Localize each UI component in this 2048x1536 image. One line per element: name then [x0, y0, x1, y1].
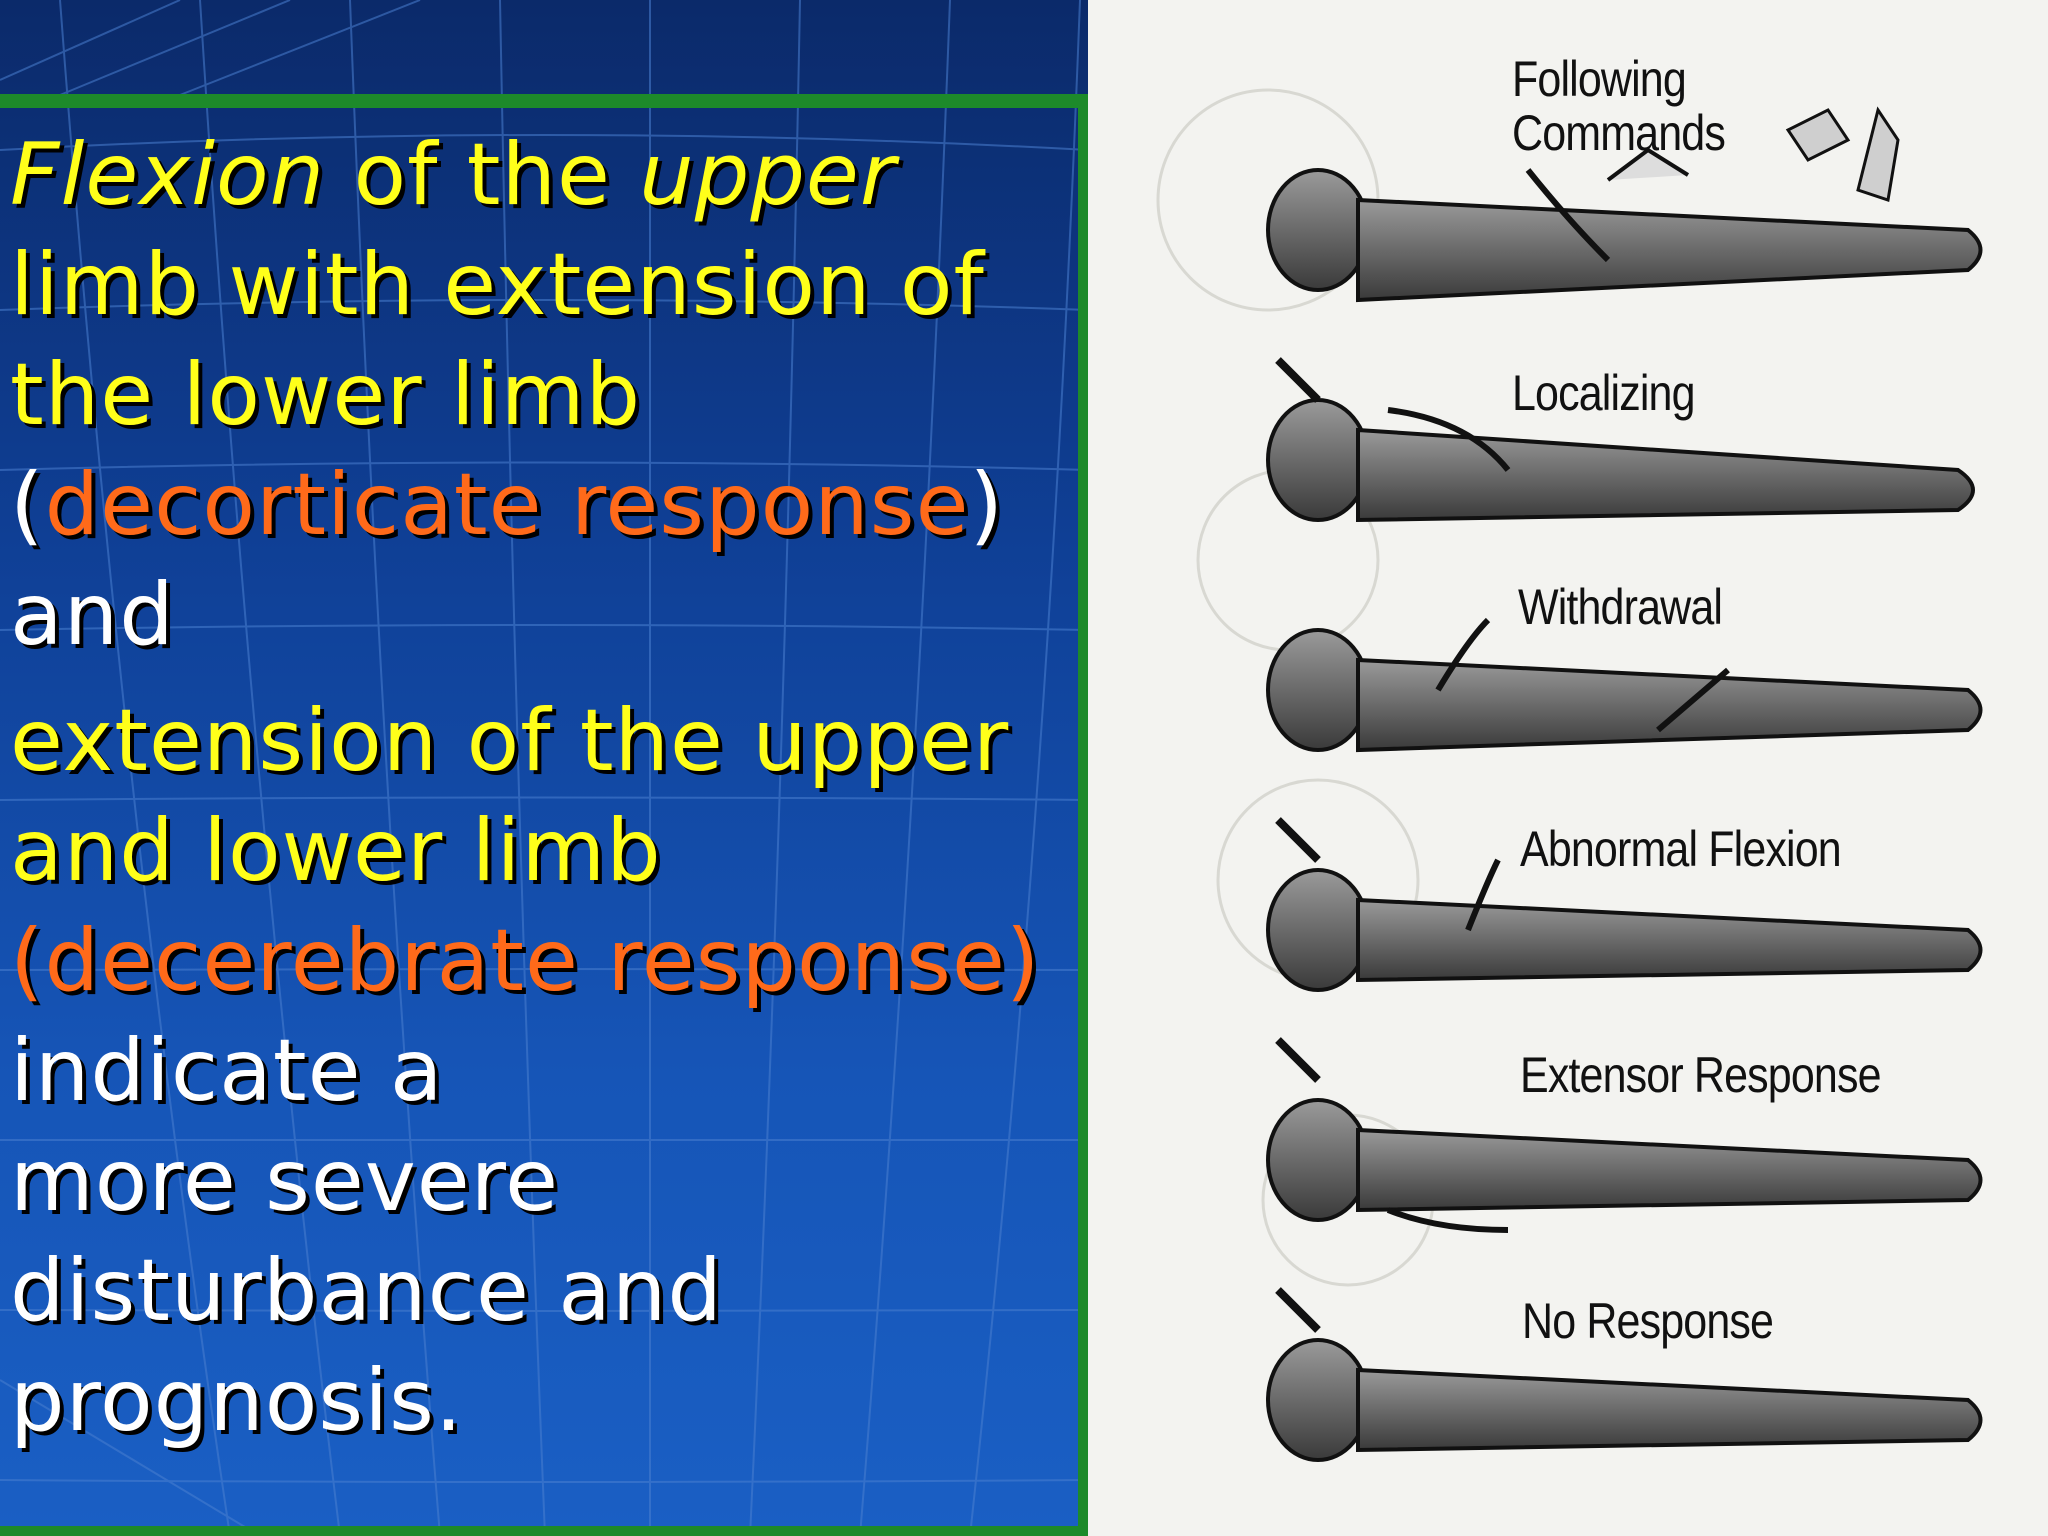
patient-no-response [1266, 1287, 1983, 1462]
text-of-the: of the [325, 125, 640, 225]
label-no-response: No Response [1522, 1293, 1774, 1349]
term-decorticate-response: decorticate response [44, 455, 970, 555]
green-divider-bottom [0, 1526, 1088, 1536]
patient-following-commands [1266, 106, 1983, 303]
word-and: and [10, 565, 175, 665]
close-paren: ) [969, 455, 1005, 555]
patient-abnormal-flexion [1266, 817, 1983, 992]
patient-figures [1266, 106, 1983, 1462]
text-indicate: indicate a [10, 1021, 444, 1121]
label-following-commands: Following Commands [1512, 51, 1726, 161]
slide-text-panel: Flexion of the upper limb with extension… [0, 0, 1088, 1536]
label-extensor-response: Extensor Response [1520, 1047, 1882, 1103]
word-flexion: Flexion [10, 125, 326, 225]
thumbs-up-icon [1856, 106, 1900, 202]
term-decerebrate-response: (decerebrate response) [10, 911, 1041, 1011]
patient-withdrawal [1266, 617, 1983, 753]
label-localizing: Localizing [1512, 365, 1696, 421]
word-upper: upper [639, 125, 897, 225]
paragraph-decerebrate: extension of the upper and lower limb(de… [10, 686, 1070, 1456]
paragraph-decorticate: Flexion of the upper limb with extension… [10, 120, 1070, 670]
text-limb-extension: limb with extension of the lower limb [10, 235, 985, 445]
label-withdrawal: Withdrawal [1518, 579, 1723, 635]
slide-body-text: Flexion of the upper limb with extension… [10, 120, 1070, 1456]
text-more-severe: more severe disturbance and prognosis. [10, 1131, 723, 1451]
patient-localizing [1266, 357, 1975, 523]
hand-gesture-icon [1785, 108, 1851, 162]
green-divider-top [0, 94, 1088, 108]
background-grid [0, 0, 1088, 1536]
patient-extensor-response [1266, 1037, 1983, 1233]
open-paren: ( [10, 455, 45, 555]
label-abnormal-flexion: Abnormal Flexion [1520, 821, 1842, 877]
green-divider-right [1078, 94, 1088, 1536]
motor-response-figure: Following Commands Localizing Withdrawal… [1088, 0, 2048, 1536]
text-extension-upper-lower: extension of the upper and lower limb [10, 691, 1010, 901]
